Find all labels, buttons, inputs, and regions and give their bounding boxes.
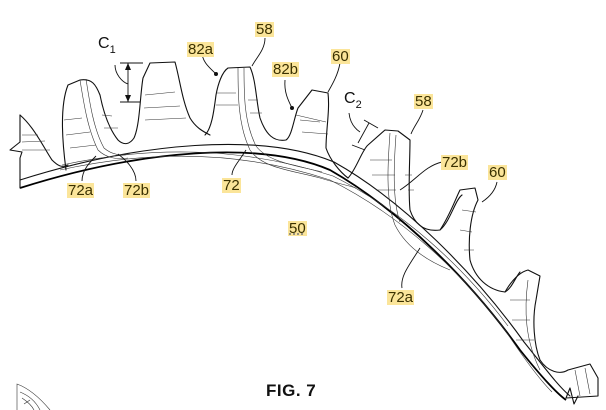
c1-leader xyxy=(114,64,129,85)
label-72b-left: 72b xyxy=(123,182,151,199)
leader-60-right xyxy=(481,181,498,203)
tooth-1-face-2 xyxy=(85,78,131,156)
c1-arrow-top xyxy=(125,63,131,70)
label-72b-right: 72b xyxy=(441,154,469,171)
leader-72b-left xyxy=(117,153,137,182)
label-72: 72 xyxy=(222,177,241,194)
tooth-5-face xyxy=(525,279,541,371)
label-c1-sub: 1 xyxy=(109,44,116,56)
figure-caption: FIG. 7 xyxy=(266,381,317,400)
label-c2: C2 xyxy=(343,90,363,112)
label-60-top: 60 xyxy=(331,48,350,65)
left-tooth-partial xyxy=(19,114,69,167)
leader-72 xyxy=(231,149,247,176)
tooth-5-hatch xyxy=(510,299,591,397)
c2-dimension-line xyxy=(351,119,379,151)
label-58-top: 58 xyxy=(255,21,274,38)
tooth-2-face xyxy=(237,67,357,189)
ring-inner-edge xyxy=(19,151,567,401)
marker-82a xyxy=(214,72,218,76)
tooth-1-face xyxy=(79,79,129,160)
left-tooth-hatch xyxy=(21,134,50,151)
label-c1: C1 xyxy=(97,35,117,57)
tooth-2-face-2 xyxy=(243,67,323,173)
leader-82b xyxy=(284,79,293,109)
label-60-right: 60 xyxy=(488,164,507,181)
c1-dimension-line xyxy=(120,62,143,103)
leader-72a-left xyxy=(81,155,97,182)
corner-fragment xyxy=(16,383,51,410)
leader-72a-bottom xyxy=(401,247,421,289)
tooth-3-outline xyxy=(347,129,463,231)
tooth-2-hatch xyxy=(216,92,329,135)
leader-58-top xyxy=(251,37,266,67)
ring-shoulder-line-2 xyxy=(61,151,509,327)
label-82b: 82b xyxy=(272,61,300,78)
label-50: 50 xyxy=(288,220,307,237)
label-58-right: 58 xyxy=(414,93,433,110)
label-c2-main: C xyxy=(344,90,356,107)
label-72a-bottom: 72a xyxy=(387,289,415,306)
tooth-3-hatch xyxy=(370,159,414,191)
label-72a-left: 72a xyxy=(67,182,95,199)
leader-60-top xyxy=(327,62,341,93)
c2-leader xyxy=(348,112,361,133)
leader-58-right xyxy=(410,109,424,135)
break-line-left xyxy=(9,114,23,189)
break-line-right xyxy=(565,387,579,405)
tooth-4-outline xyxy=(439,187,521,293)
tooth-4-hatch xyxy=(459,209,477,251)
label-82a: 82a xyxy=(187,41,215,58)
tooth-3-face-2 xyxy=(393,134,401,223)
label-c1-main: C xyxy=(98,35,110,52)
tooth-1-outline xyxy=(61,61,211,171)
tooth-3-face xyxy=(387,132,451,271)
tooth-2-outline xyxy=(204,66,349,179)
ring-shoulder-line xyxy=(59,155,553,393)
tooth-1-hatch xyxy=(63,91,187,149)
label-c2-sub: 2 xyxy=(355,99,362,111)
c1-arrow-bottom xyxy=(125,95,131,102)
marker-82b xyxy=(290,106,294,110)
ring-inner-edge-2 xyxy=(19,143,571,397)
tooth-5-outline xyxy=(504,269,599,399)
leader-72b-right xyxy=(399,161,443,191)
